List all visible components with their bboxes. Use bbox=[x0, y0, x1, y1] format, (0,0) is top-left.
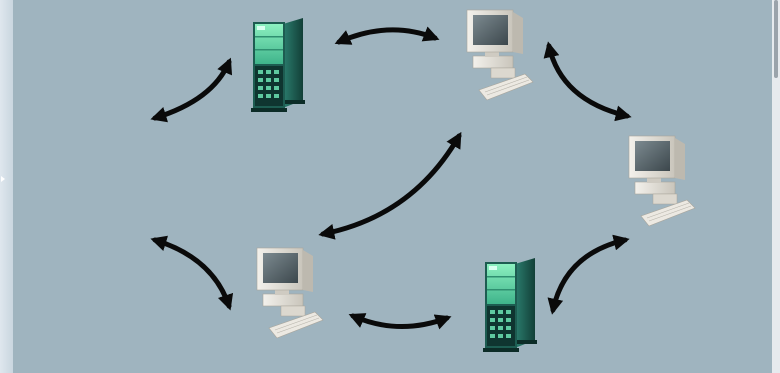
desktop-computer-icon-pc-bottom bbox=[256, 247, 324, 339]
arrow-pc-top-pc-bottom bbox=[318, 131, 462, 240]
window-left-frame bbox=[0, 0, 13, 373]
arrow-server-top-pc-top bbox=[334, 26, 440, 45]
arrow-pc-bottom-server-bottom bbox=[348, 313, 452, 330]
diagram-canvas bbox=[13, 0, 772, 373]
scrollbar-thumb[interactable] bbox=[774, 0, 778, 78]
arrow-mainframe-left-pc-bottom bbox=[150, 235, 234, 311]
collapse-marker-icon[interactable] bbox=[1, 176, 5, 182]
arrow-server-bottom-pc-right bbox=[547, 234, 630, 315]
arrow-server-top-mainframe-left bbox=[150, 57, 233, 123]
tower-server-icon-server-bottom bbox=[483, 258, 537, 352]
tower-server-icon-server-top bbox=[251, 18, 305, 112]
network-diagram bbox=[150, 9, 696, 352]
vertical-scrollbar[interactable] bbox=[771, 0, 780, 373]
desktop-computer-icon-pc-top bbox=[466, 9, 534, 101]
arrow-pc-top-pc-right bbox=[543, 41, 632, 122]
desktop-computer-icon-pc-right bbox=[628, 135, 696, 227]
